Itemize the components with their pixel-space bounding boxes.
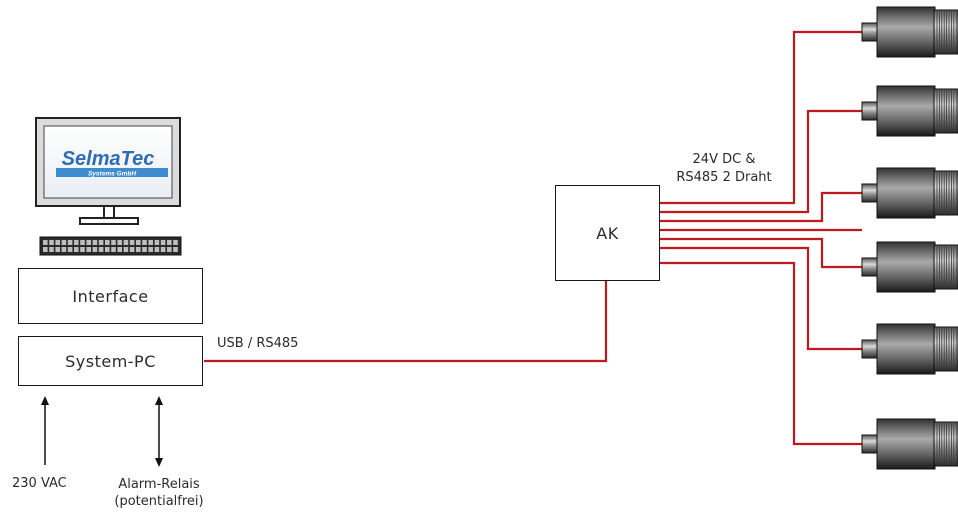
sensor-cable-3 xyxy=(660,191,862,223)
sensor-cable-5 xyxy=(660,246,862,351)
power-rs485-label: 24V DC & RS485 2 Draht xyxy=(664,151,784,187)
keyboard-icon xyxy=(39,236,182,256)
sensor-cable-6 xyxy=(660,261,862,446)
power-label-line2: RS485 2 Draht xyxy=(676,170,772,185)
alarm-label-line2: (potentialfrei) xyxy=(114,494,204,509)
sensor-icon xyxy=(861,6,958,58)
alarm-relay-label: Alarm-Relais (potentialfrei) xyxy=(100,476,218,510)
sensor-cable-1 xyxy=(660,30,862,205)
sensor-icon xyxy=(861,167,958,219)
system-pc-box: System-PC xyxy=(18,336,203,386)
alarm-relay-arrow xyxy=(155,396,163,467)
wiring xyxy=(204,30,862,446)
sensor-cable-4b xyxy=(660,237,862,269)
logo-text: SelmaTec xyxy=(62,148,155,170)
usb-rs485-cable xyxy=(204,281,608,363)
logo-subtext: Systems GmbH xyxy=(88,171,136,178)
alarm-label-line1: Alarm-Relais xyxy=(118,477,200,492)
power-label-line1: 24V DC & xyxy=(692,152,756,167)
ak-box: AK xyxy=(555,185,660,281)
power-input-arrow xyxy=(41,396,49,465)
sensor-icon xyxy=(861,323,958,375)
sensor-icon xyxy=(861,241,958,293)
sensor-cable-2 xyxy=(660,109,862,214)
sensor-icon xyxy=(861,85,958,137)
sensor-icon xyxy=(861,418,958,470)
computer-monitor-icon: SelmaTec Systems GmbH xyxy=(35,117,181,225)
usb-label: USB / RS485 xyxy=(217,336,299,351)
logo-bar xyxy=(56,168,168,177)
input-230-label: 230 VAC xyxy=(12,476,67,491)
interface-box: Interface xyxy=(18,268,203,324)
